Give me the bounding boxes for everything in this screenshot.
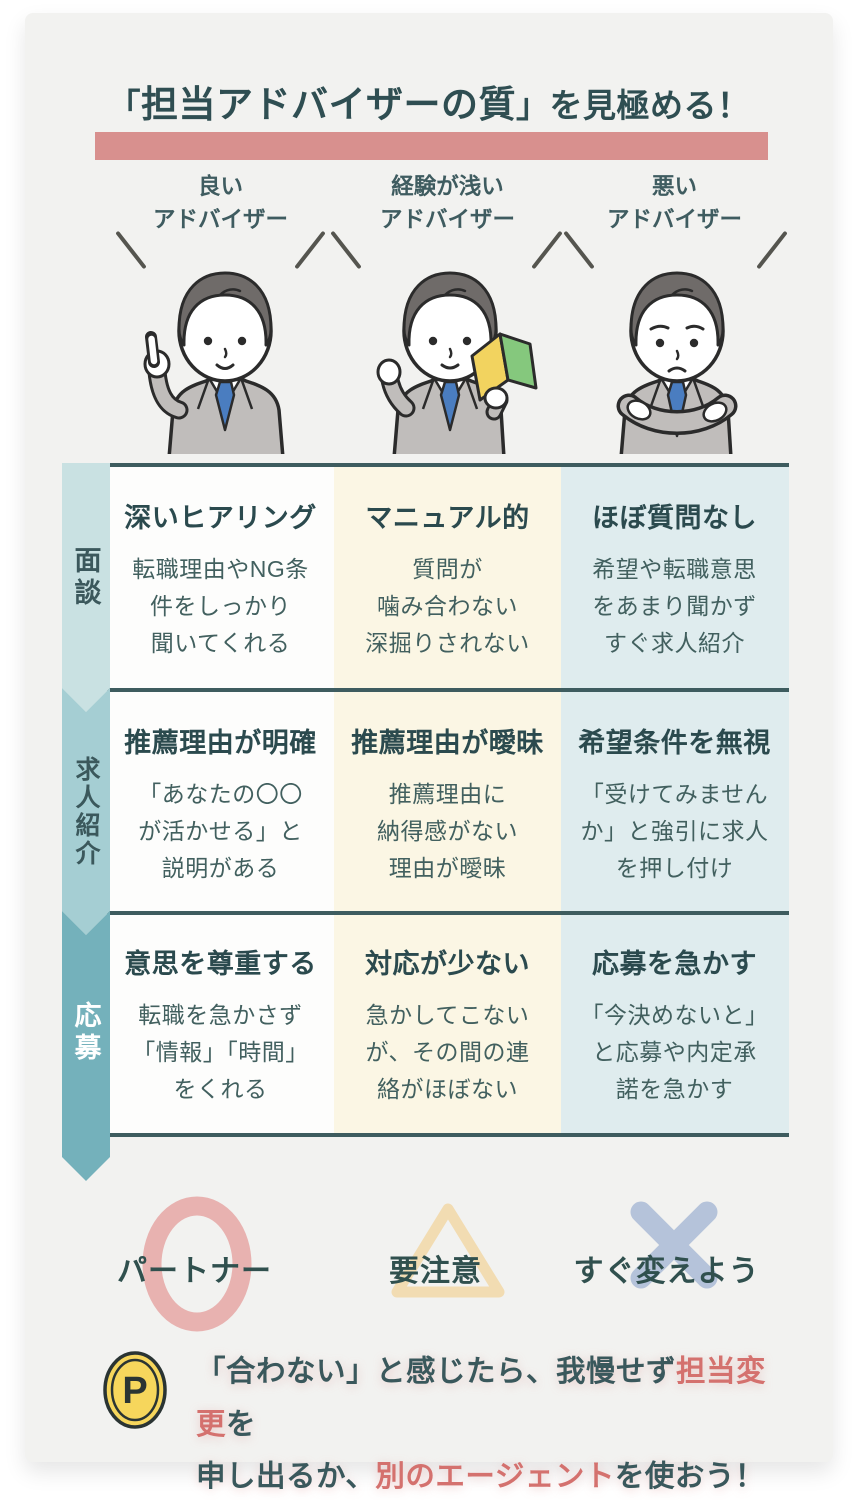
inexperienced-advisor-illustration: [334, 258, 561, 454]
row-divider: [107, 1133, 789, 1137]
verdict-label: 要注意: [389, 1255, 482, 1288]
column-band-bad: [561, 463, 789, 1137]
svg-text:P: P: [122, 1370, 147, 1412]
column-label-line1: 良い: [197, 174, 243, 199]
column-header-bad: 悪い アドバイザー: [561, 165, 788, 270]
column-label-line2: アドバイザー: [379, 206, 515, 232]
column-band-good: [107, 463, 334, 1137]
good-advisor-illustration: [107, 258, 334, 454]
title-rest: 」を見極める！: [516, 87, 751, 124]
column-header-inexperienced: 経験が浅い アドバイザー: [330, 165, 563, 270]
verdict-bad: すぐ変えよう: [561, 1185, 788, 1345]
tip-segment-highlight: 別のエージェント: [375, 1460, 615, 1493]
row-label-interview: 面談: [62, 463, 110, 712]
tip-segment: 「合わない」と感じたら、我慢せず: [196, 1355, 677, 1388]
tip-text: 「合わない」と感じたら、我慢せず担当変更を 申し出るか、別のエージェントを使おう…: [196, 1346, 786, 1500]
page-title: 「担当アドバイザーの質」を見極める！: [0, 74, 858, 128]
column-label-line2: アドバイザー: [606, 206, 742, 232]
cell-jobs-good: 推薦理由が明確 「あなたの〇〇 が活かせる」と 説明がある: [124, 727, 317, 882]
cell-interview-inexperienced: マニュアル的 質問が 噛み合わない 深掘りされない: [365, 502, 530, 657]
verdict-label: パートナー: [117, 1255, 272, 1288]
row-divider: [107, 463, 789, 467]
cell-apply-inexperienced: 対応が少ない 急かしてこない が、その間の連 絡がほぼない: [365, 948, 530, 1103]
point-coin-icon: P: [103, 1351, 167, 1429]
verdict-inexperienced: 要注意: [334, 1185, 561, 1345]
triangle-icon: [391, 1203, 504, 1298]
cell-jobs-bad: 希望条件を無視 「受けてみません か」と強引に求人 を押し付け: [578, 727, 771, 882]
verdict-label: すぐ変えよう: [573, 1255, 760, 1288]
row-divider: [107, 911, 789, 915]
column-header-good: 良い アドバイザー: [107, 165, 334, 270]
column-label-line1: 経験が浅い: [391, 174, 504, 199]
row-label-apply: 応募: [62, 911, 110, 1181]
column-band-inexperienced: [334, 463, 561, 1137]
circle-icon: [142, 1196, 251, 1332]
title-emphasis: 担当アドバイザーの質: [141, 84, 516, 125]
verdict-good: パートナー: [107, 1185, 334, 1345]
tip-segment: を: [226, 1407, 257, 1441]
column-label-line2: アドバイザー: [152, 206, 288, 232]
cell-interview-good: 深いヒアリング 転職理由やNG条 件をしっかり 聞いてくれる: [124, 502, 317, 657]
row-divider: [107, 688, 789, 692]
x-icon: [630, 1201, 717, 1289]
tip-segment: 申し出るか、: [196, 1460, 376, 1493]
row-label-job-intro: 求人紹介: [62, 688, 110, 935]
tip-segment-highlight: 担当変更: [196, 1355, 767, 1441]
cell-apply-bad: 応募を急かす 「今決めないと」 と応募や内定承 諾を急かす: [580, 948, 769, 1103]
bad-advisor-illustration: [561, 258, 788, 454]
cell-jobs-inexperienced: 推薦理由が曖昧 推薦理由に 納得感がない 理由が曖昧: [351, 727, 544, 882]
column-label-line1: 悪い: [651, 174, 697, 199]
title-open-bracket: 「: [107, 87, 141, 124]
title-highlight-bar: [95, 132, 768, 160]
cell-interview-bad: ほぼ質問なし 希望や転職意思 をあまり聞かず すぐ求人紹介: [592, 502, 757, 657]
tip-segment: を使おう！: [614, 1460, 765, 1493]
cell-apply-good: 意思を尊重する 転職を急かさず 「情報」「時間」 をくれる: [124, 948, 317, 1103]
